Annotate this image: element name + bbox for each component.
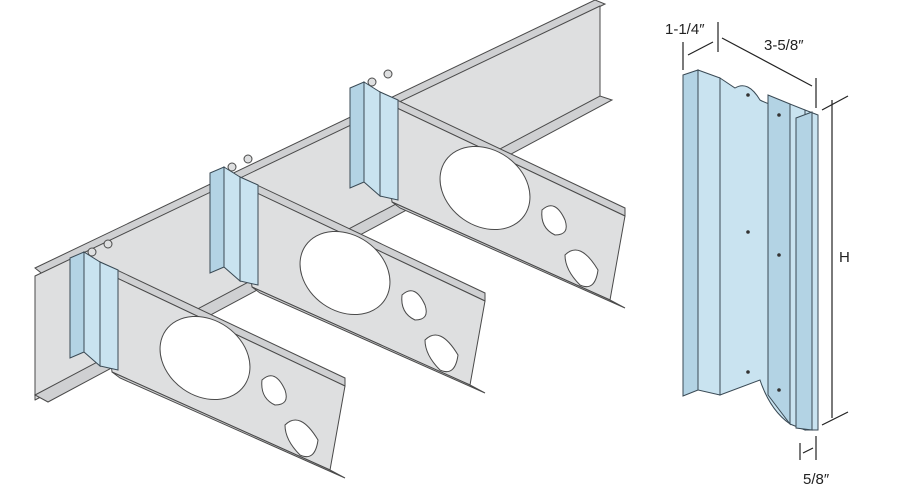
joist [69, 239, 346, 479]
hanger-bracket [209, 166, 225, 274]
lip-label: 5/8″ [803, 471, 830, 488]
joists [69, 69, 626, 479]
hanger-bracket [69, 251, 85, 359]
joist [209, 154, 486, 394]
depth-label: 3-5/8″ [764, 37, 804, 54]
hanger-bracket [349, 81, 365, 189]
joist [349, 69, 626, 309]
dimension-lines [682, 22, 849, 460]
bracket-detail [682, 69, 819, 431]
flange-width-label: 1-1/4″ [665, 21, 705, 38]
height-label: H [839, 249, 850, 266]
